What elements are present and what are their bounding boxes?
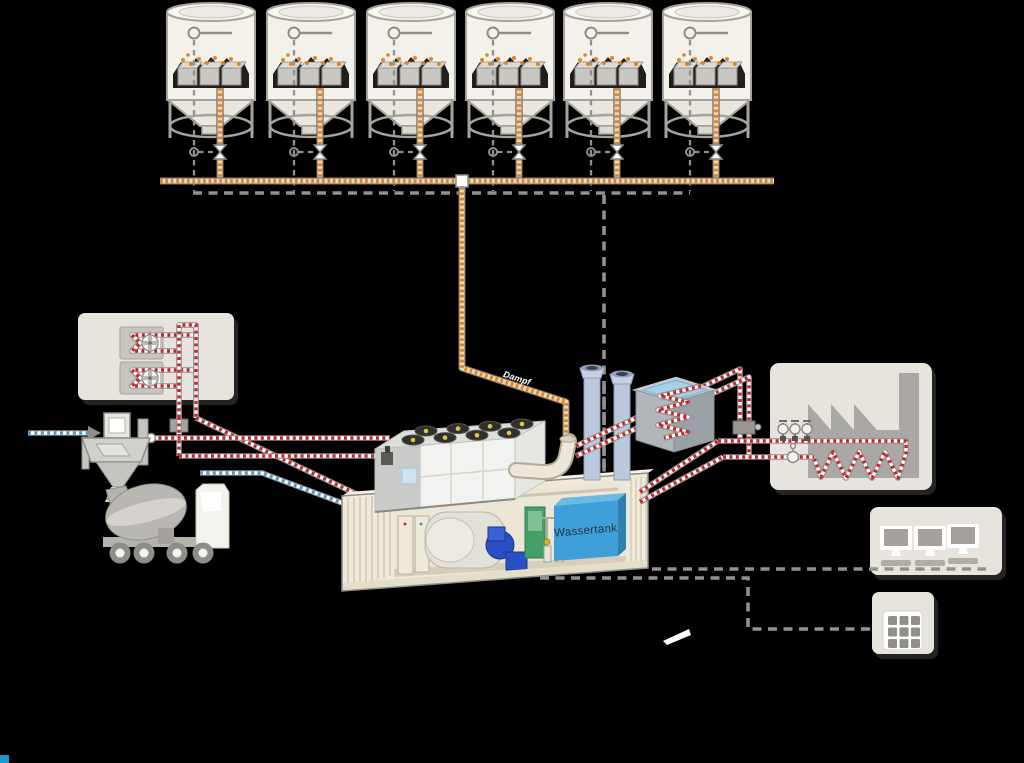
heating-coil [656,384,702,440]
monitor-icon [880,526,912,566]
factory-radiator-loop [718,439,908,480]
steam-boiler [424,511,506,569]
pressure-regulators [777,420,813,441]
truck-wheels [109,542,214,564]
return-pump [786,442,800,464]
air-heater-unit-2 [119,361,196,395]
cement-silos [167,3,751,191]
chimney-1 [579,364,605,481]
flow-arrow-icon [88,426,101,440]
fan-icon [141,334,159,352]
combustion-blower [485,526,528,571]
mixer-truck [103,483,230,564]
silo-6 [663,3,751,191]
factory [718,363,936,495]
monitoring-station [870,507,1006,580]
steam-hose [459,187,569,437]
display-panel [401,467,418,485]
ground-highlight [663,629,691,645]
silo-2 [267,3,355,191]
truck-window [200,492,221,512]
fan-icon [141,369,159,387]
corner-mark [0,755,9,763]
water-basin [631,376,719,453]
silo-4 [466,3,554,191]
water-tank-label: Wassertank [554,522,618,539]
monitor-icon [947,524,979,564]
truck-drum [105,483,187,541]
monitor-icon [914,526,946,566]
shutoff-valve [732,420,756,435]
data-link-keypad [540,576,870,631]
silo-3 [367,3,455,191]
switch-cabinets [397,515,430,575]
drum-pedestal [158,528,174,544]
steam-manifold [160,174,774,437]
chiller-fans [401,418,534,446]
water-tank: Wassertank [554,493,626,561]
air-heater-unit-1 [119,326,196,360]
silo-1 [167,3,255,191]
vent-icon [381,452,393,465]
control-cabinet [524,506,546,559]
air-heater-panel [78,313,238,405]
silo-5 [564,3,652,191]
cold-water-lines [28,426,346,507]
air-duct [508,433,577,481]
steam-junction [455,174,469,188]
hot-water-lines-right [574,366,762,505]
mixer-funnel [95,461,141,488]
control-keypad-panel [872,592,938,659]
truck-chassis [103,537,198,547]
